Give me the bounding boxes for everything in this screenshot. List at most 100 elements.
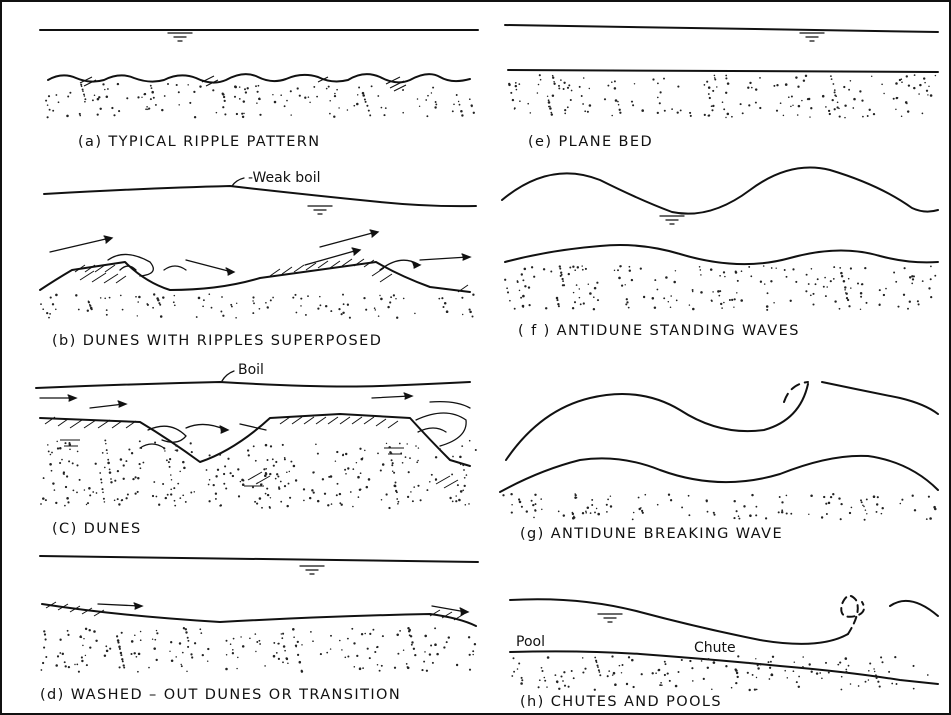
sand-grain [120, 654, 122, 656]
sand-grain [419, 106, 420, 107]
sand-grain [421, 669, 423, 671]
sand-grain [137, 96, 139, 98]
sand-grain [234, 85, 237, 88]
sand-grain [742, 112, 744, 114]
sand-grain [568, 84, 570, 86]
sand-grain [760, 281, 762, 283]
sand-grain [103, 498, 105, 500]
sand-grain [548, 101, 551, 104]
sand-grain [169, 466, 171, 468]
sand-grain [366, 105, 368, 107]
sand-grain [903, 294, 905, 296]
sand-grain [181, 665, 183, 667]
sand-grain [343, 303, 345, 305]
sand-grain [174, 304, 176, 306]
water-surface-c [36, 382, 470, 388]
sand-grain [614, 87, 617, 90]
sand-grain [156, 659, 158, 661]
sand-grain [148, 667, 150, 669]
sand-grain [293, 636, 295, 638]
sand-grain [769, 667, 771, 669]
sand-grain [375, 309, 377, 311]
sand-grain [341, 649, 343, 651]
chute-label: Chute [694, 640, 736, 656]
sand-grain [141, 97, 142, 98]
panel-d: (d) WASHED – OUT DUNES OR TRANSITION [40, 556, 478, 703]
sand-grain [107, 459, 109, 461]
sand-grain [45, 499, 47, 501]
sand-grain [736, 292, 737, 293]
sand-grain [81, 660, 83, 662]
sand-grain [358, 496, 360, 498]
sand-grain [274, 101, 277, 104]
bed-profile-a [48, 74, 470, 82]
sand-grain [275, 478, 277, 480]
sand-grain [712, 90, 714, 92]
sand-grain [158, 504, 160, 506]
sand-grain [349, 317, 351, 319]
sand-grain [368, 478, 371, 481]
sand-grain [140, 631, 142, 633]
sand-grain [328, 476, 330, 478]
sand-grain [825, 295, 827, 297]
sand-grain [381, 665, 383, 667]
sand-grain [227, 458, 229, 460]
sand-grain [795, 281, 797, 283]
sand-grain [727, 82, 730, 85]
sand-grain [432, 662, 434, 664]
sand-grain [446, 641, 448, 643]
sand-grain [109, 648, 111, 650]
sand-grain [255, 460, 257, 462]
sand-grain [405, 456, 407, 458]
sand-grain [468, 503, 470, 505]
sand-grain [906, 75, 908, 77]
sand-grain [182, 652, 184, 654]
sand-grain [626, 301, 628, 303]
water-surface-h-right [890, 601, 938, 616]
sand-grain [563, 82, 565, 84]
sand-grain [260, 483, 262, 485]
sand-grain [631, 101, 633, 103]
sand-grain [893, 272, 895, 274]
sand-f [504, 265, 936, 311]
sand-grain [310, 631, 312, 633]
sand-grain [719, 275, 721, 277]
sand-grain [713, 514, 715, 516]
sand-grain [377, 453, 379, 455]
sand-grain [930, 278, 932, 280]
sand-grain [551, 113, 553, 115]
sand-grain [737, 676, 739, 678]
sand-grain [353, 642, 355, 644]
sand-grain [549, 107, 552, 110]
sand-grain [844, 104, 846, 106]
sand-grain [303, 500, 305, 502]
sand-grain [412, 500, 414, 502]
sand-grain [678, 671, 680, 673]
sand-grain [190, 653, 192, 655]
sand-grain [122, 660, 124, 662]
sand-grain [581, 265, 582, 266]
caption-c: (C) DUNES [52, 521, 142, 537]
sand-grain [387, 306, 389, 308]
sand-grain [224, 465, 226, 467]
sand-grain [55, 294, 58, 297]
sand-grain [879, 289, 881, 291]
sand-grain [347, 467, 349, 469]
sand-grain [786, 512, 788, 514]
sand-grain [266, 488, 268, 490]
sand-grain [411, 641, 413, 643]
sand-grain [334, 95, 336, 97]
sand-grain [301, 644, 302, 645]
sand-grain [544, 680, 546, 682]
sand-grain [843, 86, 845, 88]
sand-grain [725, 665, 727, 667]
sand-grain [395, 490, 397, 492]
sand-grain [913, 665, 915, 667]
sand-grain [461, 297, 463, 299]
sand-grain [118, 503, 120, 505]
sand-grain [515, 85, 517, 87]
sand-grain [244, 88, 246, 90]
sand-grain [256, 102, 258, 104]
sand-grain [585, 512, 587, 514]
sand-grain [721, 307, 723, 309]
